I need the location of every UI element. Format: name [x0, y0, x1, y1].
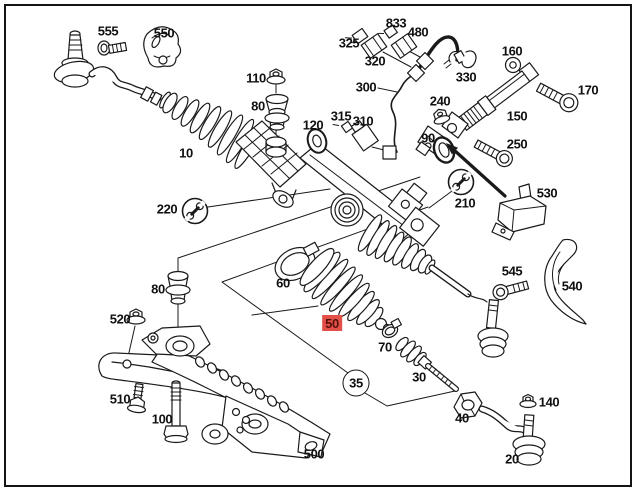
part-label-40[interactable]: 40: [455, 410, 469, 426]
nut-520: [126, 308, 146, 325]
bolt-250: [473, 139, 513, 168]
part-label-210[interactable]: 210: [454, 195, 476, 211]
steering-rack-10: [53, 30, 509, 358]
part-label-10[interactable]: 10: [179, 145, 193, 161]
part-label-150[interactable]: 150: [506, 108, 528, 124]
kit-bracket-line: [221, 206, 429, 374]
part-label-550[interactable]: 550: [153, 25, 175, 41]
bushing-80-top: [264, 93, 290, 131]
part-label-555[interactable]: 555: [97, 23, 119, 39]
part-label-325[interactable]: 325: [338, 35, 360, 51]
connector-320: [360, 33, 388, 59]
part-label-310[interactable]: 310: [352, 113, 374, 129]
part-label-80-bottom[interactable]: 80: [151, 281, 165, 297]
part-label-60[interactable]: 60: [276, 275, 290, 291]
rack-boot-left: [159, 91, 264, 170]
part-label-70[interactable]: 70: [378, 339, 392, 355]
plug-315: [332, 120, 354, 134]
service-callout-220[interactable]: [181, 197, 209, 225]
harness-square-connector: [382, 145, 397, 160]
connector-480: [390, 33, 418, 59]
part-label-160[interactable]: 160: [501, 43, 523, 59]
part-label-50[interactable]: 50: [322, 315, 342, 331]
part-label-90[interactable]: 90: [421, 130, 435, 146]
bracket-530: [491, 183, 547, 241]
bolt-170: [535, 82, 579, 113]
part-label-510[interactable]: 510: [109, 391, 131, 407]
washer-160: [504, 56, 522, 74]
bolt-510: [126, 382, 146, 414]
plug-833: [378, 24, 398, 39]
part-label-833[interactable]: 833: [385, 15, 407, 31]
part-label-30[interactable]: 30: [412, 369, 426, 385]
part-label-35[interactable]: 35: [342, 369, 370, 397]
part-label-500[interactable]: 500: [303, 446, 325, 462]
adjuster-sleeve: [140, 86, 154, 102]
part-label-530[interactable]: 530: [536, 185, 558, 201]
boot-50: [299, 247, 392, 333]
part-label-545[interactable]: 545: [501, 263, 523, 279]
part-label-220[interactable]: 220: [156, 201, 178, 217]
part-label-240[interactable]: 240: [429, 93, 451, 109]
harness-connector-diamond-1: [415, 51, 435, 71]
pointer-arrow: [446, 143, 507, 198]
bolt-100: [163, 380, 189, 444]
part-label-320[interactable]: 320: [364, 53, 386, 69]
locknut-40: [453, 391, 483, 419]
screw-555: [97, 40, 128, 56]
seal-90: [432, 136, 456, 164]
plug-325: [344, 27, 369, 45]
part-label-110[interactable]: 110: [246, 70, 266, 86]
seal-120: [306, 128, 328, 154]
subframe-500: [98, 325, 331, 459]
bolt-545: [492, 280, 530, 301]
part-label-100[interactable]: 100: [151, 411, 173, 427]
part-label-480[interactable]: 480: [407, 24, 429, 40]
bushing-80-bottom: [165, 270, 191, 305]
outer-tie-rod-end-left: [53, 30, 95, 88]
inner-tie-rod-30: [395, 336, 459, 392]
outer-tie-rod-end-right: [467, 293, 509, 358]
part-label-120[interactable]: 120: [302, 117, 324, 133]
part-label-315[interactable]: 315: [330, 108, 352, 124]
part-label-20[interactable]: 20: [505, 451, 519, 467]
nut-240: [433, 108, 451, 125]
rack-housing: [235, 120, 421, 241]
harness-cable-thin: [390, 73, 415, 153]
harness-connector-diamond-2: [406, 63, 426, 83]
service-callout-210[interactable]: [447, 168, 475, 196]
clamp-70: [381, 317, 403, 339]
nut-140: [519, 393, 537, 409]
lock-plate-550: [143, 26, 182, 68]
part-label-300[interactable]: 300: [355, 79, 377, 95]
nut-110: [266, 68, 286, 85]
part-label-80-top[interactable]: 80: [251, 98, 265, 114]
harness-300: [332, 24, 477, 160]
part-label-520[interactable]: 520: [109, 311, 131, 327]
rack-boot-right: [357, 214, 436, 275]
clamp-330: [443, 50, 477, 69]
part-label-540[interactable]: 540: [561, 278, 583, 294]
pinion-housing: [330, 193, 364, 227]
heat-shield-540: [544, 238, 587, 325]
part-label-170[interactable]: 170: [577, 82, 599, 98]
valve-body: [387, 182, 440, 247]
part-label-250[interactable]: 250: [506, 136, 528, 152]
connector-310: [350, 120, 379, 152]
part-label-330[interactable]: 330: [455, 69, 477, 85]
tie-rod-end-20: [478, 405, 546, 466]
part-label-140[interactable]: 140: [538, 394, 560, 410]
